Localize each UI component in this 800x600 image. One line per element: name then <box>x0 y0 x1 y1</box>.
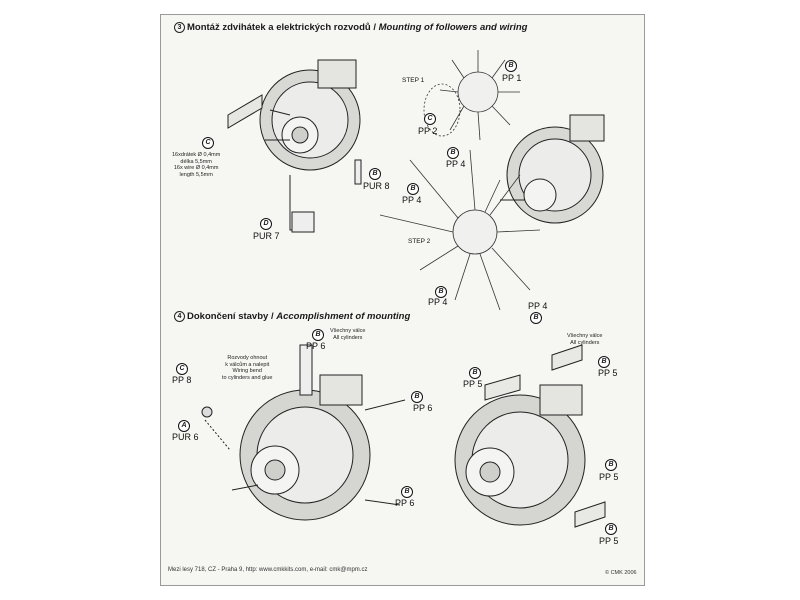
label-pp6-bottom: PP 6 <box>395 498 415 508</box>
label-pp1: PP 1 <box>502 73 522 83</box>
label-pp2: PP 2 <box>418 126 438 136</box>
label-pp4-b: PP 4 <box>402 195 422 205</box>
label-pp6-top: PP 6 <box>306 341 326 351</box>
part-badge-b-pp5-left: B <box>469 367 481 379</box>
section-4-number: 4 <box>174 311 185 322</box>
bend-note-line3: Wiring bend <box>232 368 262 374</box>
bend-note-line2: k válcům a nalepit <box>225 361 270 368</box>
footer-address: Mezi lesy 718, CZ - Praha 9, http: www.c… <box>168 567 368 573</box>
part-badge-b-pp6-bottom: B <box>401 486 413 498</box>
part-badge-b-pp5-bottom: B <box>605 523 617 535</box>
label-pp5-top: PP 5 <box>598 368 618 378</box>
label-pp4-a: PP 4 <box>446 159 466 169</box>
part-badge-b-pp6-top: B <box>312 329 324 341</box>
wire-note-line4: length 5,5mm <box>179 171 213 178</box>
bend-note-line1: Rozvody ohnout <box>227 355 268 361</box>
part-badge-b-pur8: B <box>369 168 381 180</box>
part-badge-b-pp5-top: B <box>598 356 610 368</box>
section-4-title-en: Accomplishment of mounting <box>276 311 411 323</box>
wiring-star-step2 <box>379 149 541 311</box>
bend-note: Rozvody ohnout k válcům a nalepit Wiring… <box>222 355 272 381</box>
part-badge-c: C <box>202 137 214 149</box>
label-pur8: PUR 8 <box>363 181 390 191</box>
engine-drawing-top-left <box>227 59 362 233</box>
part-badge-b-pp5-mid: B <box>605 459 617 471</box>
section-3-title-cz: Montáž zdvihátek a elektrických rozvodů … <box>187 22 376 34</box>
label-pp5-left: PP 5 <box>463 379 483 389</box>
wire-note-line3: 16x wire Ø 0,4mm <box>173 165 219 171</box>
section-3-title-en: Mounting of followers and wiring <box>378 22 528 34</box>
label-pur6: PUR 6 <box>172 432 199 442</box>
part-badge-b-pp1: B <box>505 60 517 72</box>
all-cylinders-note: Všechny válce All cylinders <box>330 328 365 341</box>
bend-note-line4: to cylinders and glue <box>222 374 273 381</box>
label-step2: STEP 2 <box>408 238 431 245</box>
part-badge-c-pp8: C <box>176 363 188 375</box>
part-badge-b-pp4-b: B <box>407 183 419 195</box>
label-pp4-d: PP 4 <box>528 301 548 311</box>
part-badge-b-pp6-mid: B <box>411 391 423 403</box>
part-badge-a: A <box>178 420 190 432</box>
engine-drawing-bottom-right <box>454 344 606 528</box>
label-pur7: PUR 7 <box>253 231 280 241</box>
label-pp5-bottom: PP 5 <box>599 536 619 546</box>
section-3-number: 3 <box>174 22 185 33</box>
followers-star-step1 <box>423 50 520 141</box>
all-cylinders-note-2-line2: All cylinders <box>570 339 600 346</box>
part-badge-c-pp2: C <box>424 113 436 125</box>
wire-note-line1: 16xdrátek Ø 0,4mm <box>172 152 221 158</box>
wire-note: 16xdrátek Ø 0,4mm délka 5,5mm 16x wire Ø… <box>172 152 220 178</box>
all-cylinders-note-2: Všechny válce All cylinders <box>567 333 602 346</box>
part-badge-d: D <box>260 218 272 230</box>
engine-drawing-bottom-left <box>201 344 406 521</box>
part-badge-b-pp4-d: B <box>530 312 542 324</box>
part-badge-b-pp4-a: B <box>447 147 459 159</box>
label-pp4-c: PP 4 <box>428 297 448 307</box>
all-cylinders-note-2-line1: Všechny válce <box>567 333 603 339</box>
all-cylinders-note-line1: Všechny válce <box>330 328 366 334</box>
engine-drawing-top-right <box>500 114 605 224</box>
part-badge-b-pp4-c: B <box>435 286 447 298</box>
label-pp6-mid: PP 6 <box>413 403 433 413</box>
all-cylinders-note-line2: All cylinders <box>333 334 363 341</box>
wire-note-line2: délka 5,5mm <box>180 158 212 165</box>
label-pp5-mid: PP 5 <box>599 472 619 482</box>
footer-copyright: © CMK 2006 <box>605 570 637 576</box>
section-4-title-cz: Dokončení stavby / <box>187 311 274 323</box>
label-step1: STEP 1 <box>402 77 425 84</box>
label-pp8: PP 8 <box>172 375 192 385</box>
